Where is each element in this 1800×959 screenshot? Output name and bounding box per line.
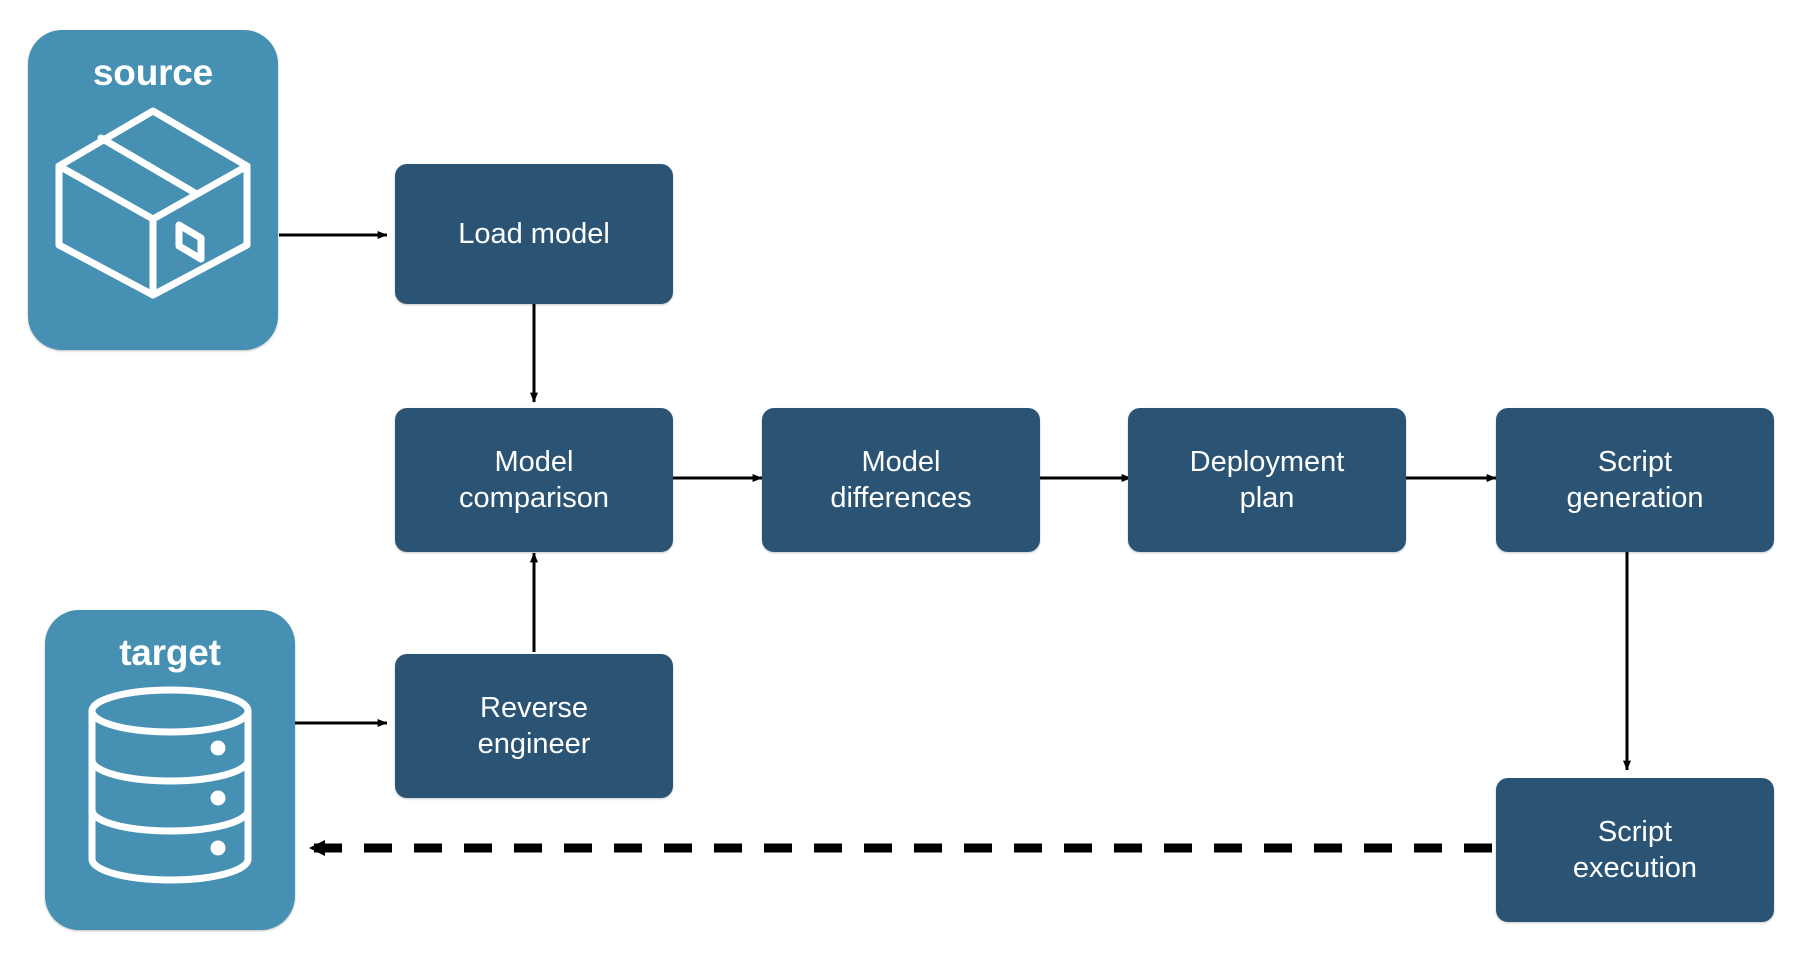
node-model-differences[interactable]: Model differences (762, 408, 1040, 552)
node-model-comparison[interactable]: Model comparison (395, 408, 673, 552)
node-reverse-engineer-text: Reverse engineer (477, 691, 591, 760)
node-load-model-text: Load model (458, 217, 610, 250)
node-model-comparison-text: Model comparison (459, 445, 609, 514)
package-box-icon (53, 105, 253, 306)
node-load-model[interactable]: Load model (395, 164, 673, 304)
node-deployment-plan-text: Deployment plan (1189, 445, 1345, 514)
node-reverse-engineer[interactable]: Reverse engineer (395, 654, 673, 798)
endpoint-target-label: target (119, 632, 221, 673)
node-script-execution-text: Script execution (1572, 815, 1698, 884)
node-script-generation[interactable]: Script generation (1496, 408, 1774, 552)
database-cylinder-icon (82, 685, 258, 890)
endpoint-target[interactable]: target (45, 610, 295, 930)
node-deployment-plan[interactable]: Deployment plan (1128, 408, 1406, 552)
node-model-differences-text: Model differences (830, 445, 972, 514)
endpoint-source-label: source (92, 52, 214, 93)
node-script-execution[interactable]: Script execution (1496, 778, 1774, 922)
endpoint-source[interactable]: source (28, 30, 278, 350)
node-script-generation-text: Script generation (1566, 445, 1704, 514)
